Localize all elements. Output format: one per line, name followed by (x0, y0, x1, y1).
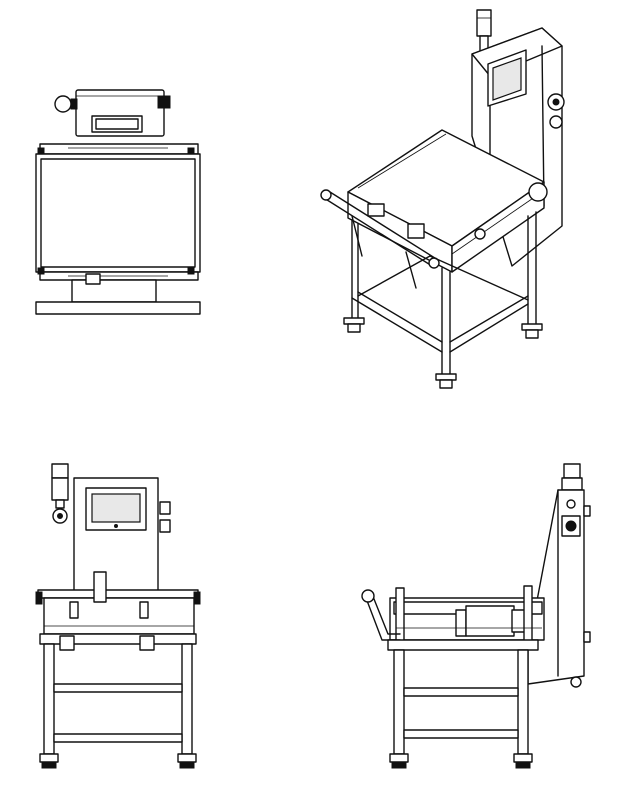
conveyor-bed (389, 585, 545, 643)
top-view-drawing (35, 89, 201, 315)
base-plate (35, 273, 201, 315)
control-cabinet (73, 477, 171, 597)
disconnect-switch-icon (547, 93, 565, 129)
conveyor-frame (35, 143, 201, 281)
signal-tower (476, 9, 492, 53)
signal-tower (561, 463, 583, 491)
conveyor-bed (35, 571, 201, 635)
signal-tower (51, 463, 69, 509)
support-stand (387, 639, 539, 769)
isometric-view (312, 6, 580, 392)
front-view (30, 460, 210, 776)
side-view-drawing (361, 463, 591, 769)
guide-rail (320, 189, 440, 289)
isometric-view-drawing (320, 9, 565, 389)
control-head (75, 89, 171, 137)
control-cabinet (527, 489, 591, 688)
top-view (28, 84, 208, 320)
signal-lamp-icon (54, 95, 72, 113)
side-view (352, 460, 592, 776)
support-stand (343, 211, 543, 389)
front-view-drawing (35, 463, 201, 769)
support-stand (39, 633, 197, 769)
